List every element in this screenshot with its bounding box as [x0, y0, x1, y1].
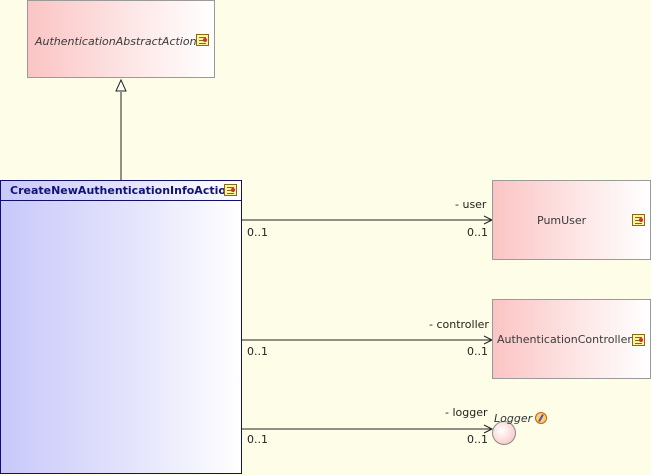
- association-source-multiplicity-controller: 0..1: [247, 345, 268, 358]
- class-icon: [224, 184, 237, 196]
- association-target-multiplicity-logger: 0..1: [467, 433, 488, 446]
- association-role-logger: - logger: [445, 406, 488, 419]
- class-authentication-controller[interactable]: AuthenticationController: [492, 299, 651, 379]
- association-source-multiplicity-logger: 0..1: [247, 433, 268, 446]
- association-target-multiplicity-controller: 0..1: [467, 345, 488, 358]
- interface-logger-circle[interactable]: [492, 421, 516, 445]
- class-name: AuthenticationAbstractAction: [35, 35, 197, 48]
- class-name: PumUser: [537, 214, 587, 227]
- association-role-controller: - controller: [429, 318, 489, 331]
- interface-icon: [535, 412, 547, 424]
- class-name: CreateNewAuthenticationInfoAction: [10, 184, 234, 197]
- class-icon: [632, 334, 645, 346]
- class-create-new-authentication-info-action[interactable]: CreateNewAuthenticationInfoAction: [0, 180, 242, 474]
- interface-logger-name: Logger: [494, 412, 533, 425]
- association-role-user: - user: [455, 198, 487, 211]
- class-pum-user[interactable]: PumUser: [492, 180, 651, 260]
- class-icon: [196, 34, 209, 46]
- class-icon: [632, 214, 645, 226]
- class-title-bar: CreateNewAuthenticationInfoAction: [1, 181, 241, 201]
- association-source-multiplicity-user: 0..1: [247, 226, 268, 239]
- class-authentication-abstract-action[interactable]: AuthenticationAbstractAction: [27, 0, 215, 78]
- generalization-arrowhead: [115, 78, 127, 92]
- association-target-multiplicity-user: 0..1: [467, 226, 488, 239]
- class-name: AuthenticationController: [497, 333, 632, 346]
